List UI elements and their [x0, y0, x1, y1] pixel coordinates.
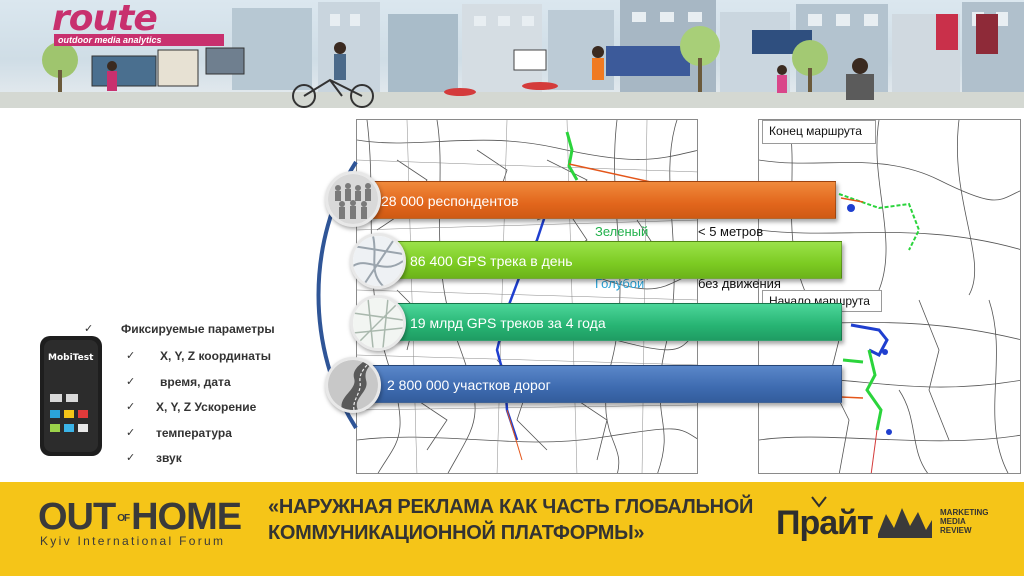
stat-bar-respondents: 28 000 респондентов	[366, 181, 836, 219]
stat-label-gps-total: 19 млрд GPS треков за 4 года	[410, 315, 606, 331]
road-network-icon	[350, 233, 406, 289]
track-map-icon	[350, 295, 406, 351]
sponsor-mmr-logo: MARKETING MEDIA REVIEW	[940, 508, 988, 535]
street-map-left	[356, 119, 698, 474]
param-temperature: температура	[156, 426, 232, 440]
road-icon	[325, 357, 381, 413]
street-illustration	[0, 0, 1024, 108]
crowd-icon	[325, 171, 381, 227]
sponsor-prime-logo: Прайт	[776, 504, 874, 542]
param-sound: звук	[156, 451, 182, 465]
check-icon: ✓	[84, 323, 94, 335]
brand-tagline: outdoor media analytics	[54, 34, 224, 46]
top-banner: route outdoor media analytics	[0, 0, 1024, 108]
check-icon: ✓	[126, 401, 136, 413]
legend-green-name: Зеленый	[595, 224, 649, 239]
street-map-drawing	[357, 120, 697, 473]
forum-logo-of: OF	[117, 513, 130, 525]
mmr-line-1: MARKETING	[940, 508, 989, 517]
brand-logo: route outdoor media analytics	[52, 0, 232, 46]
legend-blue-meaning: без движения	[698, 276, 781, 291]
check-icon: ✓	[126, 452, 136, 464]
brand-name: route	[52, 0, 158, 39]
legend-blue-name: Голубой	[595, 276, 645, 291]
stat-bar-road-segments: 2 800 000 участков дорог	[366, 365, 842, 403]
forum-logo-out: OUT	[38, 496, 116, 538]
svg-text:MobiTest: MobiTest	[48, 353, 94, 363]
stat-bar-gps-daily: 86 400 GPS трека в день	[395, 241, 842, 279]
mmr-line-2: MEDIA	[940, 517, 966, 526]
param-coordinates: X, Y, Z координаты	[160, 349, 272, 363]
legend-green-meaning: < 5 метров	[698, 224, 764, 239]
params-title: Фиксируемые параметры	[121, 322, 275, 336]
stat-bar-gps-total: 19 млрд GPS треков за 4 года	[395, 303, 842, 341]
stat-label-road-segments: 2 800 000 участков дорог	[387, 377, 551, 393]
headline-line-2: КОММУНИКАЦИОННОЙ ПЛАТФОРМЫ»	[268, 522, 645, 544]
forum-headline: «НАРУЖНАЯ РЕКЛАМА КАК ЧАСТЬ ГЛОБАЛЬНОЙ К…	[268, 494, 753, 546]
mmr-logo-icon	[878, 508, 932, 538]
param-datetime: время, дата	[160, 375, 231, 389]
mmr-line-3: REVIEW	[940, 526, 972, 535]
stat-label-respondents: 28 000 респондентов	[381, 193, 519, 209]
prime-mark-icon	[811, 496, 827, 508]
forum-logo-home: HOME	[131, 496, 242, 538]
headline-line-1: «НАРУЖНАЯ РЕКЛАМА КАК ЧАСТЬ ГЛОБАЛЬНОЙ	[268, 496, 754, 518]
stat-label-gps-daily: 86 400 GPS трека в день	[410, 253, 573, 269]
route-end-label: Конец маршрута	[762, 120, 876, 144]
forum-subtitle: Kyiv International Forum	[40, 534, 226, 548]
check-icon: ✓	[126, 427, 136, 439]
check-icon: ✓	[126, 376, 136, 388]
check-icon: ✓	[126, 350, 136, 362]
gps-logger-device: MobiTest	[40, 336, 102, 456]
param-acceleration: X, Y, Z Ускорение	[156, 400, 257, 414]
